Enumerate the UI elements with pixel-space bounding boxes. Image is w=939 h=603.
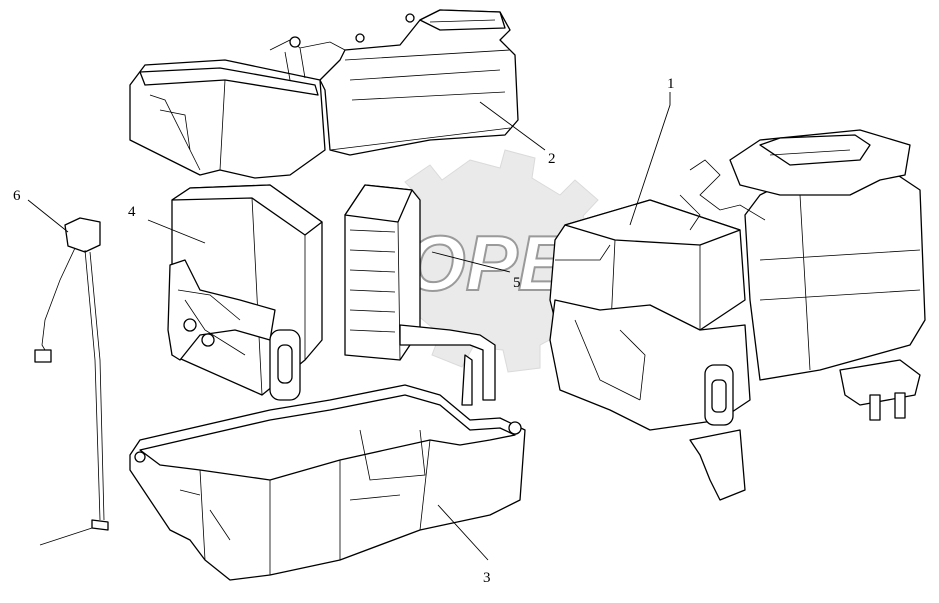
leader-3 [437,504,489,561]
part-1-assembled-unit [549,129,926,501]
callout-1: 1 [667,76,675,92]
leader-2 [479,101,546,151]
leader-4 [147,219,206,244]
part-3-lower-housing [129,384,526,581]
callout-3: 3 [483,570,491,586]
part-2-upper-housing [129,9,519,179]
leader-6 [27,199,69,233]
callout-labels: 1 2 3 4 5 6 [13,76,675,586]
callout-5: 5 [513,275,521,291]
callout-4: 4 [128,204,136,220]
leader-5 [431,251,511,273]
part-4-evaporator [167,184,323,401]
leader-lines [27,92,671,561]
callout-6: 6 [13,188,21,204]
leader-1 [629,92,671,226]
part-6-sensor [34,217,109,546]
part-5-heater-core [344,184,496,406]
callout-2: 2 [548,151,556,167]
